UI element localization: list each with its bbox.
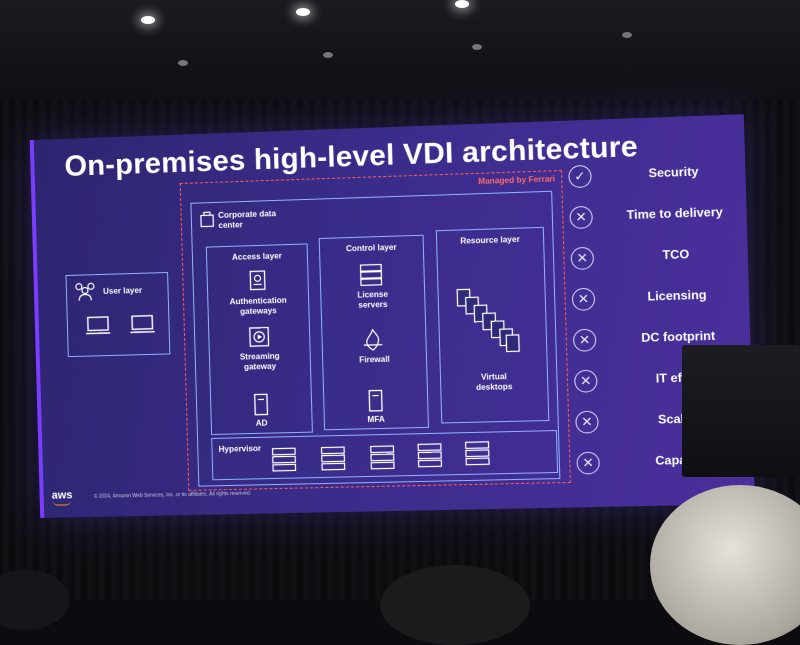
building-icon [200, 211, 215, 228]
mfa-label: MFA [325, 414, 428, 427]
server-rack-icon [370, 445, 395, 470]
status-label: DC footprint [615, 328, 742, 346]
ceiling [0, 0, 800, 110]
status-item-tco: ✕ TCO [570, 242, 739, 274]
users-icon [73, 281, 98, 302]
ceiling-light [323, 52, 333, 58]
status-label: Licensing [614, 287, 741, 305]
user-layer-label: User layer [103, 286, 142, 296]
server-icon [254, 393, 269, 416]
control-layer-box: Control layer License servers Firewall M… [319, 235, 429, 431]
server-rack-icon [417, 443, 442, 468]
aws-smile-icon [53, 500, 71, 505]
authentication-gateways-label: Authentication gateways [222, 295, 294, 317]
datacenter-box: Corporate data center Access layer Authe… [190, 191, 560, 487]
status-label: TCO [612, 245, 739, 263]
streaming-gateway-label: Streaming gateway [224, 351, 296, 373]
authentication-gateway-icon [248, 270, 267, 291]
streaming-gateway-icon [249, 326, 270, 347]
access-layer-box: Access layer Authentication gateways Str… [206, 243, 313, 435]
status-label: Security [610, 163, 737, 182]
user-layer-box: User layer [66, 272, 171, 357]
firewall-label: Firewall [323, 354, 426, 367]
x-circle-icon: ✕ [574, 370, 598, 393]
podium [682, 345, 800, 477]
ceiling-light [141, 16, 155, 24]
virtual-desktops-label: Virtual desktops [468, 372, 521, 394]
ceiling-light [472, 44, 482, 50]
server-rack-icon [465, 441, 491, 466]
server-rack-icon [320, 446, 345, 471]
ceiling-light [178, 60, 188, 66]
server-rack-icon [271, 447, 296, 472]
status-item-time-to-delivery: ✕ Time to delivery [569, 201, 738, 233]
resource-layer-title: Resource layer [437, 234, 543, 246]
access-layer-title: Access layer [207, 251, 307, 263]
managed-label: Managed by Ferrari [478, 174, 555, 186]
x-circle-icon: ✕ [573, 329, 597, 352]
x-circle-icon: ✕ [576, 452, 600, 475]
managed-boundary: Managed by Ferrari Corporate data center… [180, 170, 571, 491]
audience-head [380, 565, 530, 645]
ad-label: AD [212, 417, 312, 429]
resource-layer-box: Resource layer Virtual desktops [436, 227, 550, 424]
ceiling-light [622, 32, 632, 38]
x-circle-icon: ✕ [570, 247, 594, 270]
ceiling-light [296, 8, 310, 16]
hypervisor-box: Hypervisor [211, 430, 558, 480]
virtual-desktops-icon [455, 286, 523, 355]
hypervisor-label: Hypervisor [218, 444, 261, 454]
license-server-icon [359, 263, 382, 286]
status-label: Time to delivery [611, 204, 738, 222]
copyright-notice: © 2024, Amazon Web Services, Inc. or its… [94, 491, 252, 500]
status-item-security: ✓ Security [568, 160, 737, 192]
ceiling-light [455, 0, 469, 8]
desktop-icon [130, 314, 155, 335]
projection-screen: On-premises high-level VDI architecture … [30, 114, 755, 518]
status-item-licensing: ✕ Licensing [572, 283, 741, 314]
firewall-icon [361, 328, 384, 351]
datacenter-label: Corporate data center [218, 209, 290, 231]
x-circle-icon: ✕ [575, 411, 599, 434]
mfa-server-icon [368, 389, 383, 412]
control-layer-title: Control layer [320, 242, 423, 254]
x-circle-icon: ✕ [569, 206, 593, 229]
check-circle-icon: ✓ [568, 165, 592, 188]
license-servers-label: License servers [347, 289, 399, 311]
x-circle-icon: ✕ [572, 288, 596, 311]
desktop-icon [86, 315, 111, 336]
